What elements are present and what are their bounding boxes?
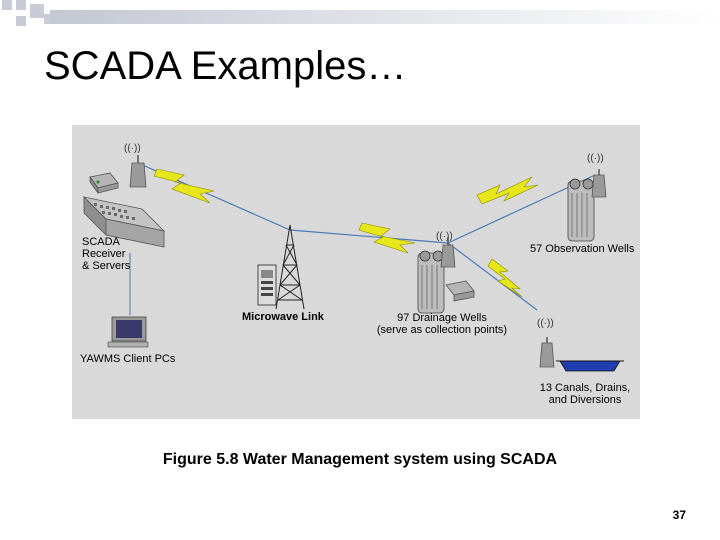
lightning-bolt-icon — [358, 222, 416, 254]
antenna-icon — [129, 155, 147, 188]
canals-label: 13 Canals, Drains, and Diversions — [539, 382, 631, 406]
deco-square — [16, 0, 26, 10]
lightning-bolt-icon — [487, 258, 523, 298]
scada-diagram: ((·)) ((·)) ((·)) ((·)) SCADA Receiver &… — [72, 125, 640, 419]
microwave-link-label: Microwave Link — [242, 311, 324, 323]
page-number: 37 — [672, 508, 686, 522]
antenna-icon — [591, 169, 607, 198]
link-line — [289, 229, 449, 244]
modem-icon — [445, 280, 475, 302]
well-tank-icon — [417, 250, 445, 314]
signal-indicator: ((·)) — [587, 153, 604, 164]
antenna-icon — [440, 237, 456, 268]
lightning-bolts — [153, 168, 539, 298]
deco-square — [16, 16, 26, 26]
signal-indicator: ((·)) — [436, 231, 453, 242]
equipment-cabinet-icon — [257, 264, 277, 306]
deco-square — [2, 0, 12, 10]
client-pcs-label: YAWMS Client PCs — [80, 353, 176, 365]
header-decoration — [2, 0, 720, 26]
canal-icon — [556, 360, 624, 372]
deco-square — [30, 4, 44, 18]
client-pc-icon — [107, 316, 149, 348]
drainage-wells-label: 97 Drainage Wells (serve as collection p… — [376, 312, 508, 336]
modem-icon — [89, 172, 119, 195]
radio-links — [137, 162, 596, 311]
link-line — [447, 242, 538, 311]
antenna-icon — [539, 337, 555, 368]
microwave-tower-icon — [275, 224, 305, 310]
deco-square — [44, 14, 54, 24]
header-band — [50, 10, 720, 24]
signal-indicator: ((·)) — [537, 318, 554, 329]
slide-title: SCADA Examples… — [44, 44, 407, 88]
lightning-bolt-icon — [153, 168, 215, 204]
server-rack-icon — [82, 196, 166, 248]
scada-receiver-label: SCADA Receiver & Servers — [82, 236, 131, 272]
diagram-graphics — [82, 155, 624, 372]
figure-caption: Figure 5.8 Water Management system using… — [162, 451, 558, 468]
signal-indicator: ((·)) — [124, 143, 141, 154]
lightning-bolt-icon — [476, 176, 539, 205]
observation-wells-label: 57 Observation Wells — [530, 243, 635, 255]
well-tank-icon — [567, 178, 595, 242]
